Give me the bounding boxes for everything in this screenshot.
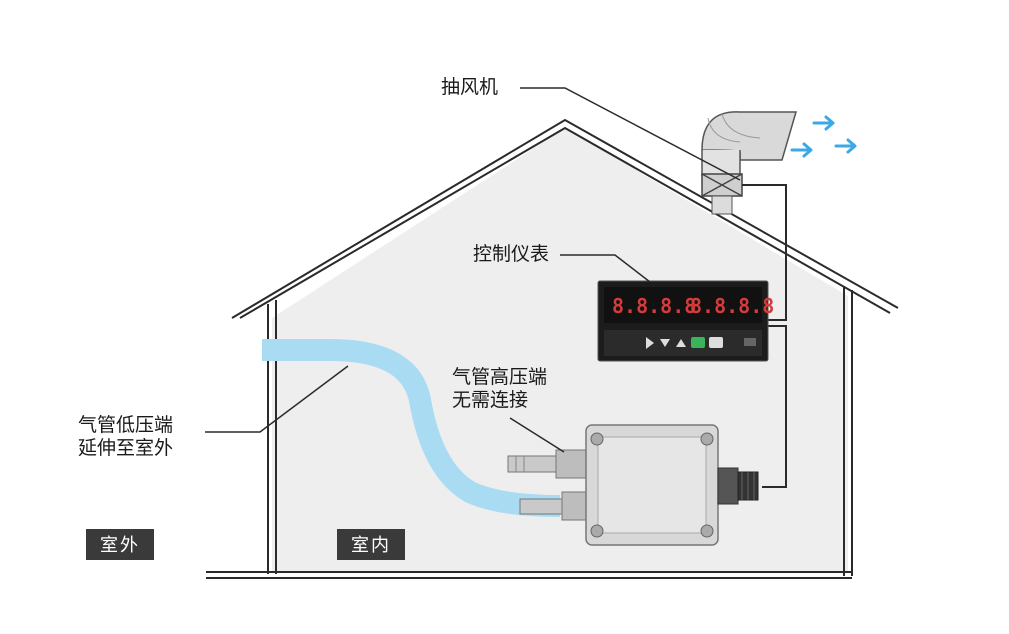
house-floor: [206, 571, 852, 579]
label-control-meter: 控制仪表: [473, 243, 550, 265]
exhaust-fan: [701, 111, 797, 215]
low-pressure-tube: [262, 339, 561, 517]
svg-text:8.8.8.8: 8.8.8.8: [612, 294, 696, 318]
label-high-pressure-port: 气管高压端 无需连接: [452, 366, 548, 411]
airflow-arrows: [790, 115, 857, 158]
tag-indoor: 室内: [337, 529, 405, 560]
label-low-pressure-port: 气管低压端 延伸至室外: [78, 414, 174, 459]
tag-outdoor: 室外: [86, 529, 154, 560]
pressure-transmitter: [507, 424, 759, 546]
svg-text:8.8.8.8: 8.8.8.8: [690, 294, 774, 318]
control-meter: 8.8.8.8 8.8.8.8: [597, 280, 774, 362]
wiring: [742, 184, 787, 488]
label-exhaust-fan: 抽风机: [441, 76, 499, 98]
leader-lines: [205, 87, 741, 453]
